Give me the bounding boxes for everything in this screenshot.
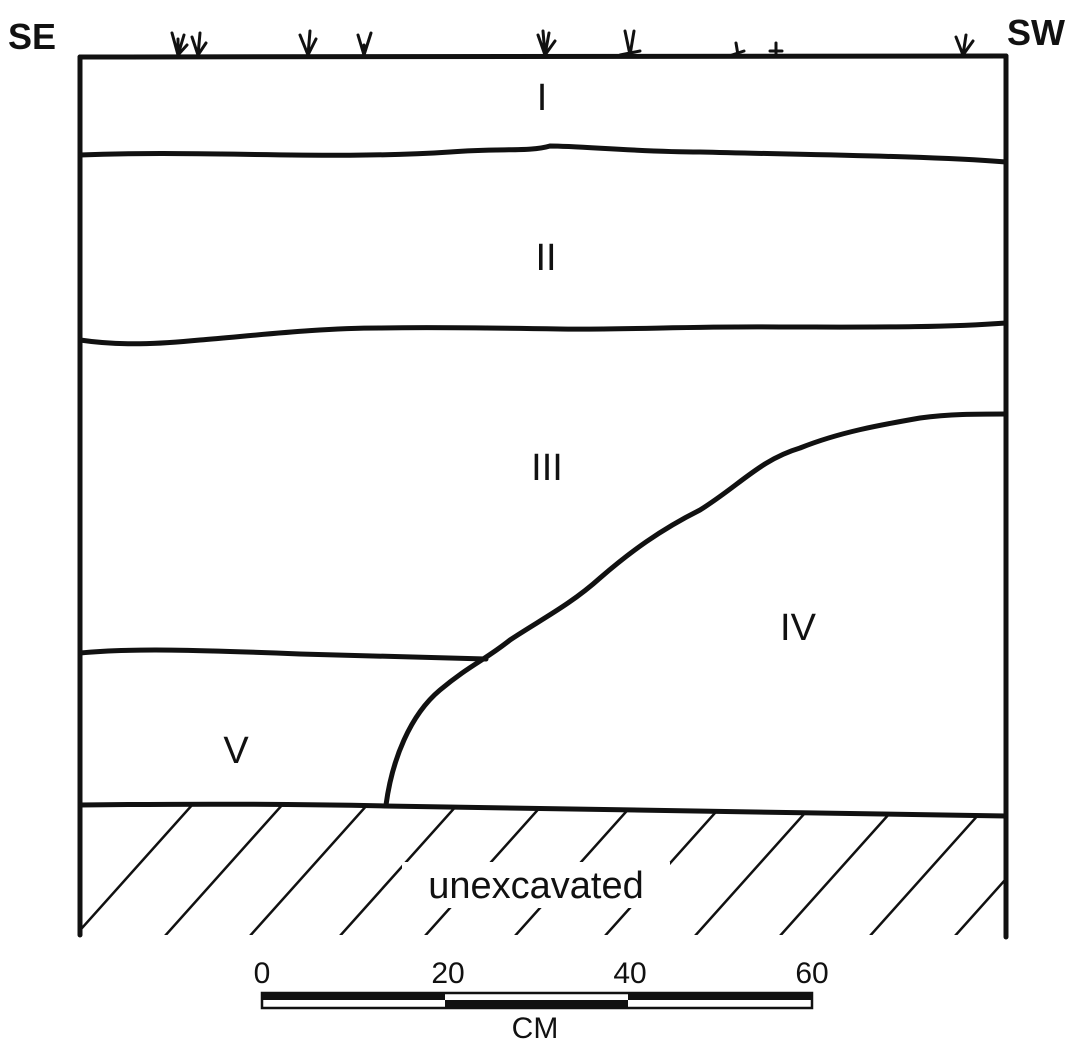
unexcavated-label: unexcavated	[428, 865, 644, 907]
orientation-left-label: SE	[8, 16, 56, 57]
scale-tick-0: 0	[254, 957, 271, 990]
layer-ii-label: II	[535, 237, 556, 279]
boundary-ii-iii	[77, 320, 1009, 347]
grass-tuft-icon	[730, 41, 746, 57]
grass-tuft-icon	[170, 31, 208, 57]
scale-tick-60: 60	[795, 957, 828, 990]
layer-v-label: V	[223, 730, 249, 772]
grass-tuft-icon	[618, 29, 642, 57]
boundary-base	[77, 801, 1009, 819]
unexcavated-label-backing	[402, 862, 670, 908]
grass-tuft-icon	[298, 29, 318, 57]
layer-i-label: I	[537, 77, 548, 119]
scale-bar: 0 20 40 60 CM	[254, 957, 829, 1045]
scale-segment-bottom-20-40	[445, 1000, 628, 1008]
boundary-iii-v	[77, 647, 489, 662]
scale-tick-20: 20	[431, 957, 464, 990]
grass-tuft-icon	[536, 29, 557, 57]
scale-segment-top-0-20	[262, 993, 445, 1000]
grass-tuft-icon	[954, 33, 975, 57]
surface-vegetation	[170, 29, 975, 57]
ground-surface-line	[77, 53, 1009, 60]
layer-iii-label: III	[531, 447, 563, 489]
grass-tuft-icon	[768, 41, 784, 57]
scale-tick-40: 40	[613, 957, 646, 990]
layer-labels: I II III IV V	[223, 77, 816, 772]
grass-tuft-icon	[356, 31, 373, 57]
scale-segment-top-40-60	[628, 993, 812, 1000]
scale-unit-label: CM	[512, 1012, 559, 1045]
profile-boundaries	[77, 53, 1009, 940]
boundary-i-ii	[77, 143, 1009, 165]
layer-iv-label: IV	[780, 607, 817, 649]
orientation-right-label: SW	[1007, 12, 1065, 53]
boundary-iii-iv	[383, 411, 1009, 808]
